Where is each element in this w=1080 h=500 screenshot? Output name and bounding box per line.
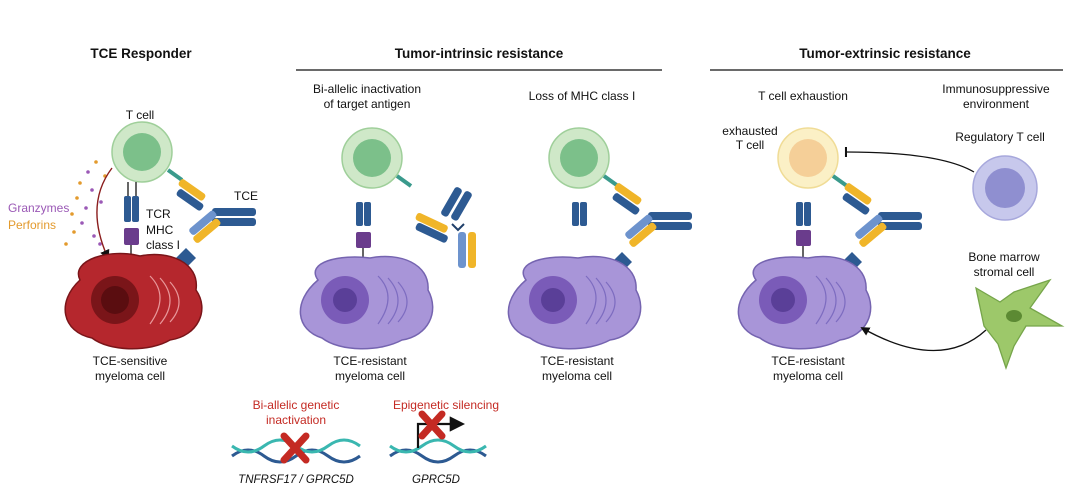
intrinsic2-tce	[612, 183, 692, 272]
epigenetic-gene-label: GPRC5D	[412, 474, 460, 486]
intrinsic-antigen-loss-panel	[299, 127, 476, 350]
promoter-arrow	[416, 416, 466, 448]
epigenetic-x-mark	[418, 410, 446, 440]
extrinsic-panel	[737, 127, 1065, 370]
responder-t-cell-label: T cell	[125, 108, 155, 122]
granule-dots	[64, 160, 107, 246]
extrinsic-header: Tumor-extrinsic resistance	[799, 46, 971, 61]
genetic-x-mark	[280, 432, 310, 464]
extrinsic-tumor-label-1: TCE-resistant	[771, 354, 845, 368]
dna-genetic-inactivation	[231, 432, 361, 464]
bi-allelic-label-2: of target antigen	[323, 97, 411, 111]
genetic-label-2: inactivation	[265, 413, 327, 427]
treg-inhibition-line	[844, 146, 975, 173]
sensitive-tumor-label-1: TCE-sensitive	[92, 354, 168, 368]
stroma-to-tumor-arrow	[860, 327, 987, 352]
stromal-label-2: stromal cell	[973, 265, 1035, 279]
genetic-gene-label: TNFRSF17 / GPRC5D	[238, 474, 354, 486]
sensitive-tumor-label-2: myeloma cell	[94, 369, 166, 383]
immuno-label-2: environment	[962, 97, 1030, 111]
responder-tcr	[124, 182, 139, 222]
intrinsic2-tumor-label-2: myeloma cell	[541, 369, 613, 383]
intrinsic-header: Tumor-intrinsic resistance	[394, 46, 564, 61]
genetic-label-1: Bi-allelic genetic	[252, 398, 340, 412]
exhaustion-label: T cell exhaustion	[758, 89, 848, 103]
bone-marrow-stromal-cell	[975, 278, 1065, 370]
extrinsic-tce	[842, 183, 922, 272]
mhc-label-line1: MHC	[146, 223, 174, 237]
responder-tce	[176, 179, 256, 268]
responder-panel	[64, 121, 256, 350]
intrinsic2-tumor-label-1: TCE-resistant	[540, 354, 614, 368]
extrinsic-tumor-label-2: myeloma cell	[772, 369, 844, 383]
bi-allelic-label-1: Bi-allelic inactivation	[312, 82, 422, 96]
dna-epigenetic-silencing	[389, 410, 487, 464]
intrinsic1-tumor-label-1: TCE-resistant	[333, 354, 407, 368]
granule-arrow	[96, 167, 113, 260]
intrinsic1-tce-unbound	[415, 187, 476, 268]
tcr-label: TCR	[146, 207, 171, 221]
intrinsic-mhc-loss-panel	[507, 127, 692, 350]
treg-label: Regulatory T cell	[955, 130, 1045, 144]
exhausted-label-1: exhausted	[722, 124, 778, 138]
responder-header: TCE Responder	[90, 46, 192, 61]
stromal-label-1: Bone marrow	[968, 250, 1040, 264]
exhausted-label-2: T cell	[735, 138, 765, 152]
loss-mhc-label: Loss of MHC class I	[528, 89, 636, 103]
epigenetic-label: Epigenetic silencing	[392, 398, 500, 412]
mhc-label-line2: class I	[146, 238, 181, 252]
immuno-label-1: Immunosuppressive	[942, 82, 1050, 96]
perforins-label: Perforins	[8, 218, 57, 232]
granzymes-label: Granzymes	[8, 201, 70, 215]
intrinsic1-tumor-label-2: myeloma cell	[334, 369, 406, 383]
tce-label: TCE	[234, 189, 258, 203]
